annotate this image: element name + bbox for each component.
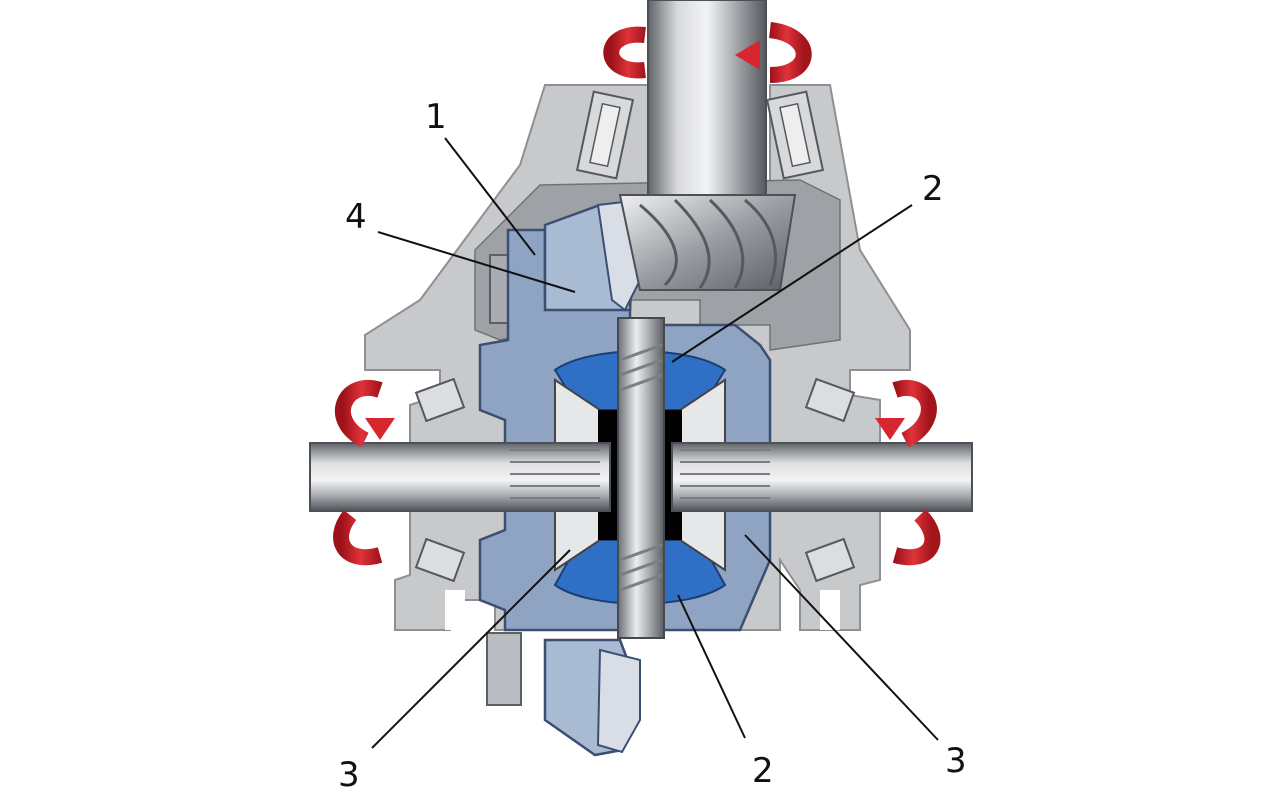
rotation-arrow-icon xyxy=(603,22,812,83)
callout-4: 4 xyxy=(345,197,367,237)
ring-gear-bolt xyxy=(486,632,522,706)
drive-pinion-gear xyxy=(618,194,797,291)
pinion-bearing-right xyxy=(765,90,825,180)
leader-1 xyxy=(444,137,536,256)
axle-bearing-left xyxy=(414,377,466,583)
leader-lines xyxy=(371,137,939,749)
leader-3-left xyxy=(371,549,571,749)
left-axle-shaft xyxy=(309,442,611,512)
drive-pinion-shaft xyxy=(618,0,797,291)
callout-3-right: 3 xyxy=(945,741,967,781)
callout-labels: 1 4 2 2 3 3 xyxy=(338,97,967,795)
callout-2-upper: 2 xyxy=(922,169,944,209)
differential-cross-pin xyxy=(617,317,665,639)
callout-3-left: 3 xyxy=(338,755,360,795)
ring-gear xyxy=(543,198,641,757)
rotation-arrow-icon xyxy=(875,380,941,566)
axle-bearing-right xyxy=(804,377,856,583)
leader-2-lower xyxy=(677,594,746,739)
right-axle-shaft xyxy=(671,442,973,512)
leader-3-right xyxy=(744,534,939,741)
pinion-bearing-left xyxy=(575,90,635,180)
leader-4 xyxy=(377,231,576,293)
callout-2-lower: 2 xyxy=(752,751,774,791)
leader-2-upper xyxy=(671,204,913,363)
rotation-arrow-icon xyxy=(333,380,395,566)
callout-1: 1 xyxy=(425,97,447,137)
